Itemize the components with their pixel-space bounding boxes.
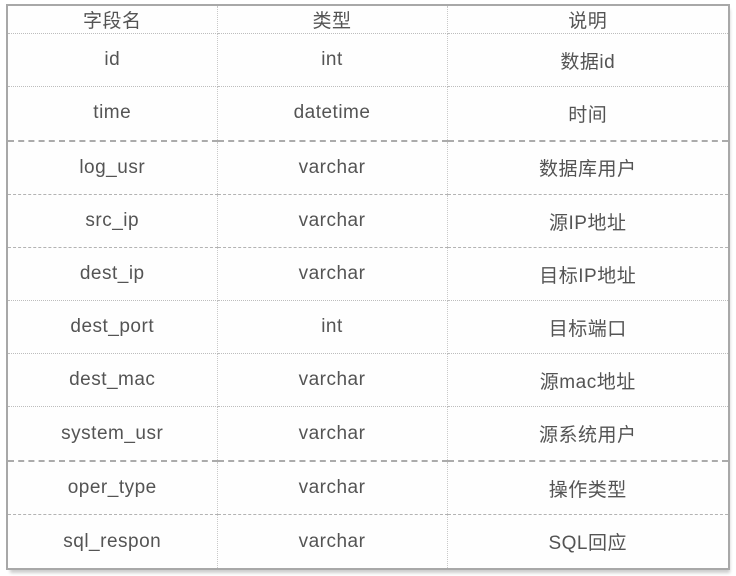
- column-header-description: 说明: [447, 5, 729, 34]
- type-cell: varchar: [217, 194, 448, 249]
- type-cell: varchar: [217, 140, 448, 196]
- field-name-cell: oper_type: [7, 460, 218, 516]
- field-name-cell: dest_mac: [7, 353, 218, 408]
- field-name-cell: src_ip: [7, 194, 218, 249]
- description-cell: 源系统用户: [447, 406, 729, 462]
- type-cell: varchar: [217, 353, 448, 408]
- description-cell: 源IP地址: [447, 194, 729, 249]
- type-cell: varchar: [217, 514, 448, 569]
- field-name-cell: sql_respon: [7, 514, 218, 569]
- description-cell: 时间: [447, 86, 729, 142]
- description-cell: 源mac地址: [447, 353, 729, 408]
- description-cell: 目标端口: [447, 300, 729, 355]
- type-cell: varchar: [217, 406, 448, 462]
- description-cell: 数据库用户: [447, 140, 729, 196]
- description-cell: 目标IP地址: [447, 247, 729, 302]
- field-name-cell: time: [7, 86, 218, 142]
- field-name-cell: log_usr: [7, 140, 218, 196]
- description-cell: SQL回应: [548, 533, 628, 555]
- description-cell: 数据id: [447, 33, 729, 88]
- type-cell: int: [217, 300, 448, 355]
- field-name-cell: dest_ip: [7, 247, 218, 302]
- header-row: 字段名 类型 说明: [7, 5, 729, 34]
- field-name-cell: dest_port: [7, 300, 218, 355]
- type-cell: varchar: [217, 460, 448, 516]
- column-header-field: 字段名: [7, 5, 218, 34]
- column-header-type: 类型: [217, 5, 448, 34]
- type-cell: varchar: [217, 247, 448, 302]
- field-name-cell: system_usr: [7, 406, 218, 462]
- field-name-cell: id: [7, 33, 218, 88]
- type-cell: datetime: [217, 86, 448, 142]
- description-cell: 操作类型: [447, 460, 729, 516]
- type-cell: int: [217, 33, 448, 88]
